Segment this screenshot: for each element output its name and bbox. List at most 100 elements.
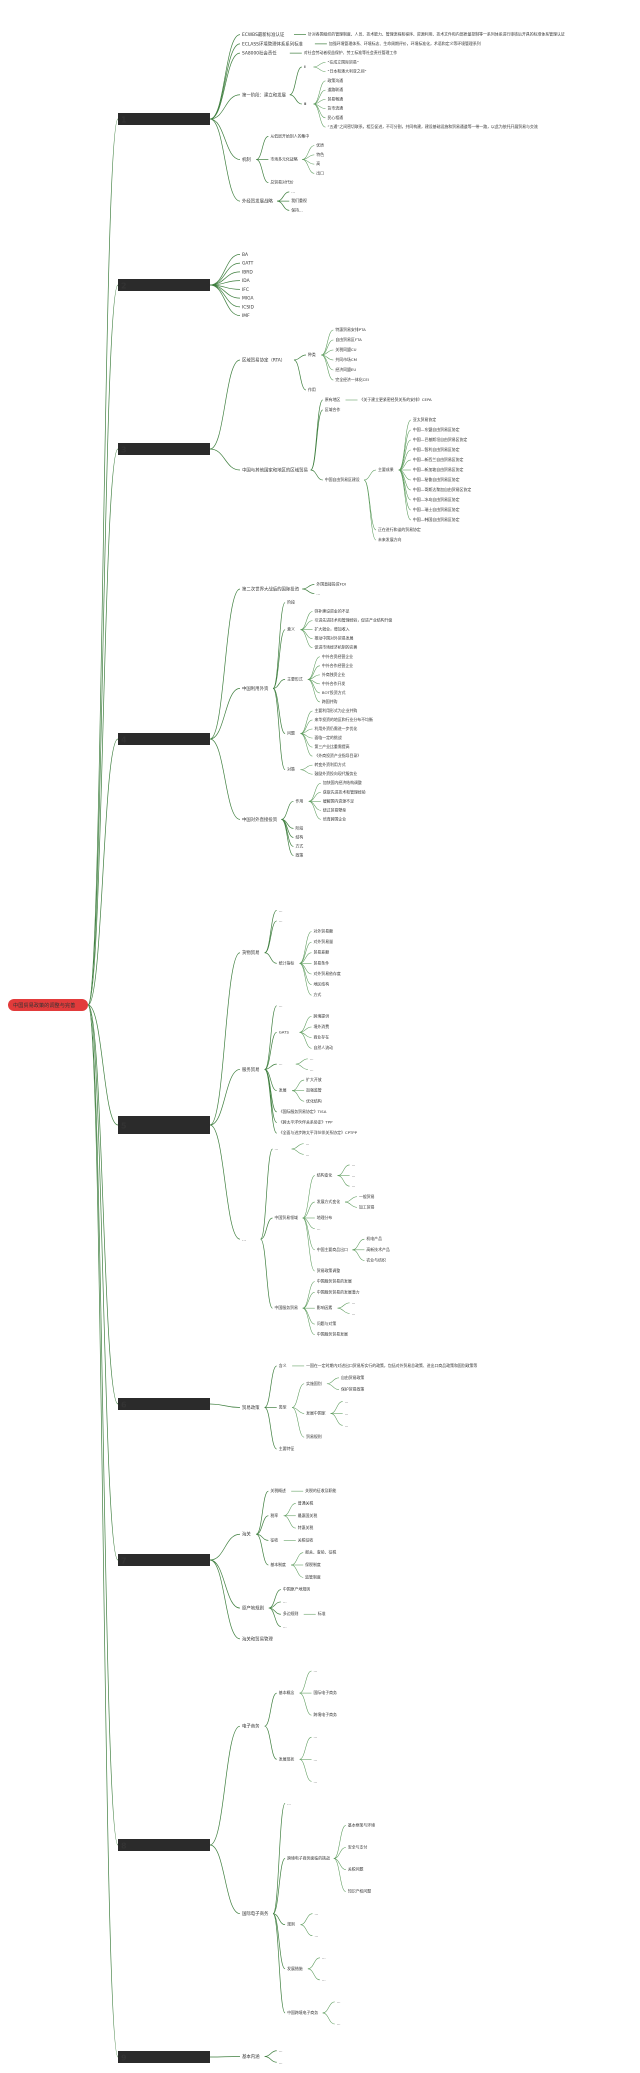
subtopic-label[interactable]: ...	[352, 1173, 356, 1178]
subtopic-label[interactable]: 主要成果	[378, 467, 394, 472]
subtopic-label[interactable]: Ⅱ	[304, 64, 306, 69]
subtopic-label[interactable]: 基本概念	[279, 1690, 295, 1695]
subtopic-label[interactable]: 区域合作	[325, 407, 341, 412]
subtopic-label[interactable]: 面临一定的挑战	[314, 735, 341, 740]
subtopic-label[interactable]: 发展中国家	[306, 1410, 326, 1415]
subtopic-label[interactable]: 普通关税	[298, 1500, 314, 1505]
subtopic-label[interactable]: 培育跨国企业	[323, 816, 346, 821]
subtopic-label[interactable]: 统计指标	[279, 960, 295, 965]
subtopic-label[interactable]: 作用	[308, 387, 316, 392]
subtopic-label[interactable]: 发展方式变化	[317, 1199, 340, 1204]
subtopic-label[interactable]: 促进市场经济机制的完善	[314, 645, 357, 650]
subtopic-label[interactable]: ...	[314, 1668, 318, 1673]
subtopic-label[interactable]: 问题与对策	[317, 1321, 337, 1326]
subtopic-label[interactable]: 一国在一定时期内对进出口贸易所实行的政策，包括对外贸易总政策、进出口商品政策和国…	[306, 1363, 477, 1368]
subtopic-label[interactable]: 境外消费	[314, 1024, 330, 1029]
subtopic-label[interactable]: 加工贸易	[359, 1204, 375, 1209]
topic-label[interactable]: IDA	[242, 278, 250, 284]
subtopic-label[interactable]: ...	[337, 2021, 341, 2026]
subtopic-label[interactable]: 跨境提供	[314, 1013, 330, 1018]
subtopic-label[interactable]: 对外贸易量	[314, 939, 334, 944]
subtopic-label[interactable]: 民心相通	[328, 115, 344, 120]
subtopic-label[interactable]: 中国原产地规则	[283, 1587, 310, 1592]
subtopic-label[interactable]: 主要特征	[279, 1446, 295, 1451]
subtopic-label[interactable]: 高新技术产品	[366, 1247, 389, 1252]
subtopic-label[interactable]: 中国跨境电子商务	[287, 2010, 318, 2015]
topic-label[interactable]: 海关和贸易管理	[242, 1635, 273, 1642]
subtopic-label[interactable]: 中国服务贸易发展	[317, 1332, 348, 1337]
subtopic-label[interactable]: 高	[316, 161, 320, 166]
subtopic-label[interactable]: 阶段	[295, 825, 303, 830]
subtopic-label[interactable]: 跨国并购	[322, 699, 338, 704]
subtopic-label[interactable]: 报关、查验、征税	[305, 1550, 336, 1555]
subtopic-label[interactable]: 加强监管	[306, 1088, 322, 1093]
subtopic-label[interactable]: 中国—瑞士自由贸易区协定	[413, 507, 460, 512]
subtopic-label[interactable]: 中国服务贸易的发展	[317, 1279, 352, 1284]
subtopic-label[interactable]: 跨境电子商务面临的挑战	[287, 1856, 330, 1861]
subtopic-label[interactable]: 扩大就业，增加收入	[314, 627, 349, 632]
subtopic-label[interactable]: 特色	[316, 152, 324, 157]
subtopic-label[interactable]: 特惠关税	[298, 1525, 314, 1530]
subtopic-label[interactable]: 跨境电子商务	[314, 1712, 337, 1717]
subtopic-label[interactable]: 农业与纺织	[366, 1257, 386, 1262]
subtopic-label[interactable]: 绕过贸易壁垒	[323, 807, 346, 812]
subtopic-label[interactable]: 中国—冰岛自由贸易区协定	[413, 497, 460, 502]
subtopic-label[interactable]: ...	[279, 918, 283, 923]
subtopic-label[interactable]: 多边规则	[283, 1611, 299, 1616]
subtopic-label[interactable]: 对策	[287, 767, 295, 772]
subtopic-label[interactable]: 市场多元化战略	[270, 157, 297, 162]
subtopic-label[interactable]: ...	[283, 1624, 287, 1629]
topic-label[interactable]: ECLASS环境管理体系系列标准	[242, 40, 303, 47]
subtopic-label[interactable]: 方式	[295, 843, 303, 848]
topic-label[interactable]: IBRD	[242, 269, 253, 275]
subtopic-label[interactable]: 政策	[295, 852, 303, 857]
subtopic-label[interactable]: BOT投资方式	[322, 690, 346, 695]
subtopic-label[interactable]: 推动中国对外贸易发展	[314, 636, 353, 641]
subtopic-label[interactable]: ...	[317, 1226, 321, 1231]
subtopic-label[interactable]: 中外合作经营企业	[322, 663, 353, 668]
subtopic-label[interactable]: 外国直接投资FDI	[316, 582, 346, 587]
subtopic-label[interactable]: ...	[275, 1146, 279, 1151]
subtopic-label[interactable]: ...	[291, 189, 295, 194]
topic-label[interactable]: 第二次世界大战后的国际投资	[242, 586, 300, 593]
chapter-node[interactable]	[118, 733, 210, 745]
subtopic-label[interactable]: 鼓励外资投向现代服务业	[314, 771, 357, 776]
subtopic-label[interactable]: 主要形式	[287, 676, 303, 681]
subtopic-label[interactable]: 弥补建设资金的不足	[314, 609, 349, 614]
subtopic-label[interactable]: 亚太贸易协定	[413, 417, 436, 422]
subtopic-label[interactable]: 知识产权问题	[348, 1889, 371, 1894]
subtopic-label[interactable]: ...	[337, 1999, 341, 2004]
subtopic-label[interactable]: 问题	[287, 731, 295, 736]
subtopic-label[interactable]: 货币流通	[328, 106, 344, 111]
subtopic-label[interactable]: 保持...	[291, 207, 303, 212]
subtopic-label[interactable]: 贸易差额	[314, 950, 330, 955]
subtopic-label[interactable]: 中国—新加坡自由贸易区协定	[413, 467, 464, 472]
topic-label[interactable]: 第一阶段：建立和发展	[242, 91, 287, 98]
subtopic-label[interactable]: 中国—秘鲁自由贸易区协定	[413, 477, 460, 482]
subtopic-label[interactable]: 经济同盟EU	[335, 367, 356, 372]
subtopic-label[interactable]: 政策沟通	[328, 78, 344, 83]
subtopic-label[interactable]: 贸易畅通	[328, 96, 344, 101]
root-node[interactable]	[8, 999, 88, 1011]
subtopic-label[interactable]: 最惠国关税	[298, 1513, 318, 1518]
subtopic-label[interactable]: 利用外资仍需进一步优化	[314, 726, 357, 731]
subtopic-label[interactable]: 中国贸易领域	[275, 1215, 298, 1220]
subtopic-label[interactable]: 结构	[295, 834, 303, 839]
subtopic-label[interactable]: 中国—新西兰自由贸易区协定	[413, 457, 464, 462]
subtopic-label[interactable]: 对社会劳动者权益保护、劳工标准等社会责任管理工作	[304, 50, 397, 55]
topic-label[interactable]: 区域贸易协定（RTA）	[242, 357, 285, 364]
subtopic-label[interactable]: ...	[314, 1911, 318, 1916]
subtopic-label[interactable]: 自然人流动	[314, 1045, 334, 1050]
subtopic-label[interactable]: ...	[352, 1183, 356, 1188]
subtopic-label[interactable]: 类型	[279, 1405, 287, 1410]
subtopic-label[interactable]: ...	[352, 1162, 356, 1167]
subtopic-label[interactable]: 结构变化	[317, 1173, 333, 1178]
subtopic-label[interactable]: 优化结构	[306, 1098, 322, 1103]
subtopic-label[interactable]: 第三产业比重需提高	[314, 744, 349, 749]
subtopic-label[interactable]: 贸易规则	[306, 1434, 322, 1439]
subtopic-label[interactable]: 自由贸易区FTA	[335, 337, 362, 342]
subtopic-label[interactable]: 中国—智利自由贸易区协定	[413, 447, 460, 452]
subtopic-label[interactable]: 发展现状	[279, 1756, 295, 1761]
subtopic-label[interactable]: 关税概述	[270, 1488, 286, 1493]
chapter-node[interactable]	[118, 443, 210, 455]
